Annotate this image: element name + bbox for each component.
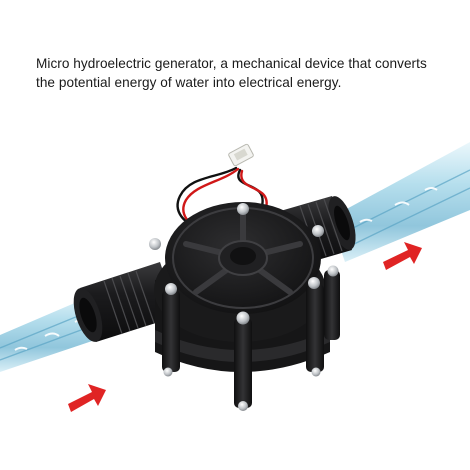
generator-housing (154, 202, 330, 372)
wire-connector (228, 143, 254, 167)
water-tube-outlet (330, 142, 470, 262)
product-caption: Micro hydroelectric generator, a mechani… (36, 54, 456, 92)
flow-direction-arrows (68, 242, 422, 412)
housing-posts (162, 270, 340, 408)
inlet-arrow-icon (68, 384, 106, 412)
housing-bolts (149, 203, 339, 411)
outlet-arrow-icon (383, 242, 422, 270)
caption-line-2: the potential energy of water into elect… (36, 75, 342, 90)
caption-line-1: Micro hydroelectric generator, a mechani… (36, 56, 427, 71)
inlet-threaded-pipe (73, 262, 178, 342)
